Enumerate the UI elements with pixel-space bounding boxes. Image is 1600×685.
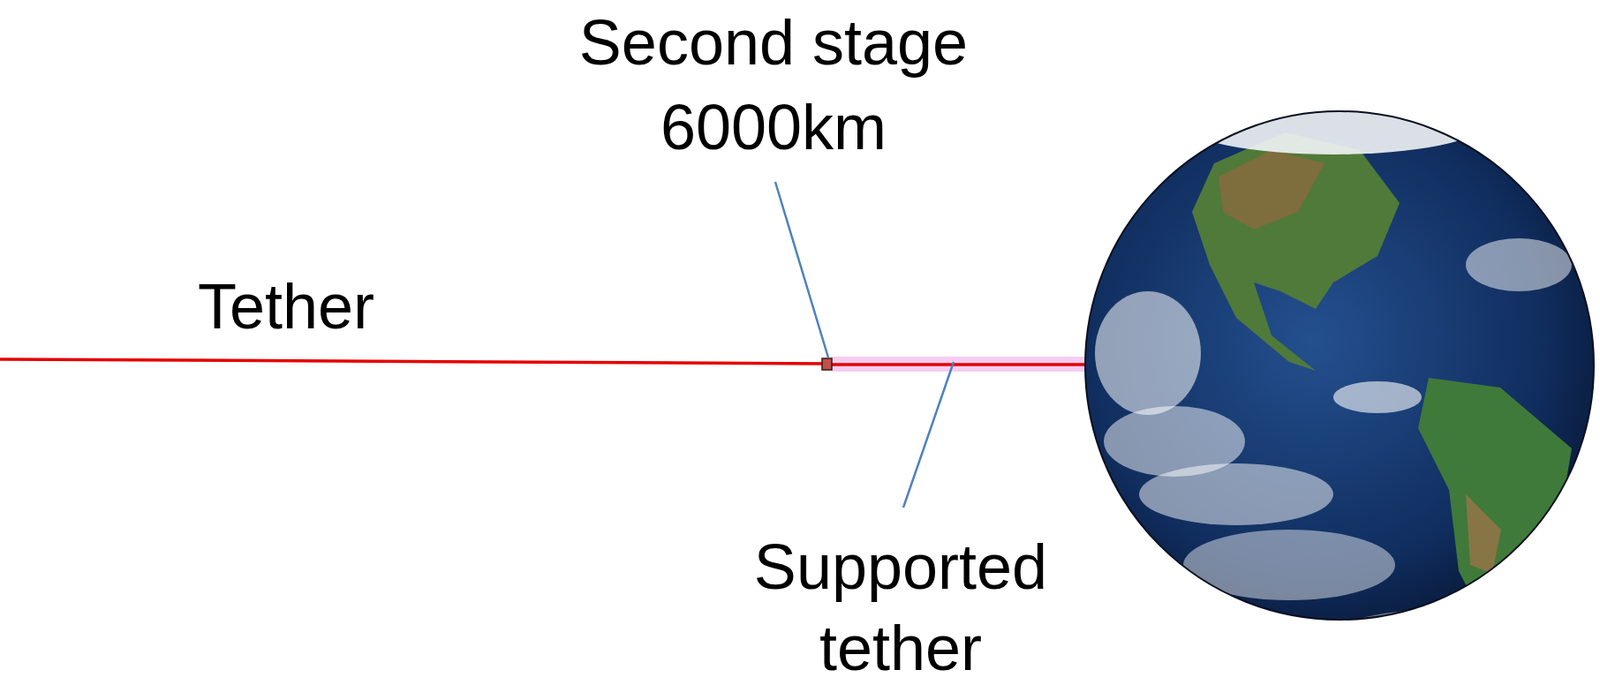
- south-america: [1418, 377, 1572, 612]
- supported-tether-label-wrap: Supported tether: [715, 526, 1087, 685]
- earth: [1085, 92, 1594, 663]
- supported-tether-line: [826, 362, 1113, 367]
- leader-line: [775, 181, 829, 358]
- cloud: [1465, 238, 1572, 292]
- north-america: [1192, 132, 1400, 371]
- leader-line: [903, 362, 954, 508]
- cloud: [1183, 529, 1396, 601]
- tether-line: [0, 359, 827, 364]
- cloud: [1094, 291, 1201, 416]
- tether-label: Tether: [171, 265, 401, 348]
- cloud: [1183, 92, 1484, 155]
- supported-tether-label: Supported tether: [715, 526, 1087, 685]
- second-stage-marker: [822, 358, 832, 370]
- cloud: [1333, 609, 1563, 663]
- cloud: [1333, 381, 1422, 414]
- land-brown: [1465, 494, 1502, 574]
- land-brown: [1218, 150, 1325, 230]
- stage-label: Second stage 6000km: [526, 0, 1021, 170]
- cloud: [1139, 463, 1334, 526]
- earth-ocean: [1085, 111, 1594, 620]
- stage-label-wrap: Second stage 6000km: [526, 0, 1021, 170]
- tether-label-wrap: Tether: [171, 265, 401, 348]
- earth-rim: [1085, 111, 1594, 620]
